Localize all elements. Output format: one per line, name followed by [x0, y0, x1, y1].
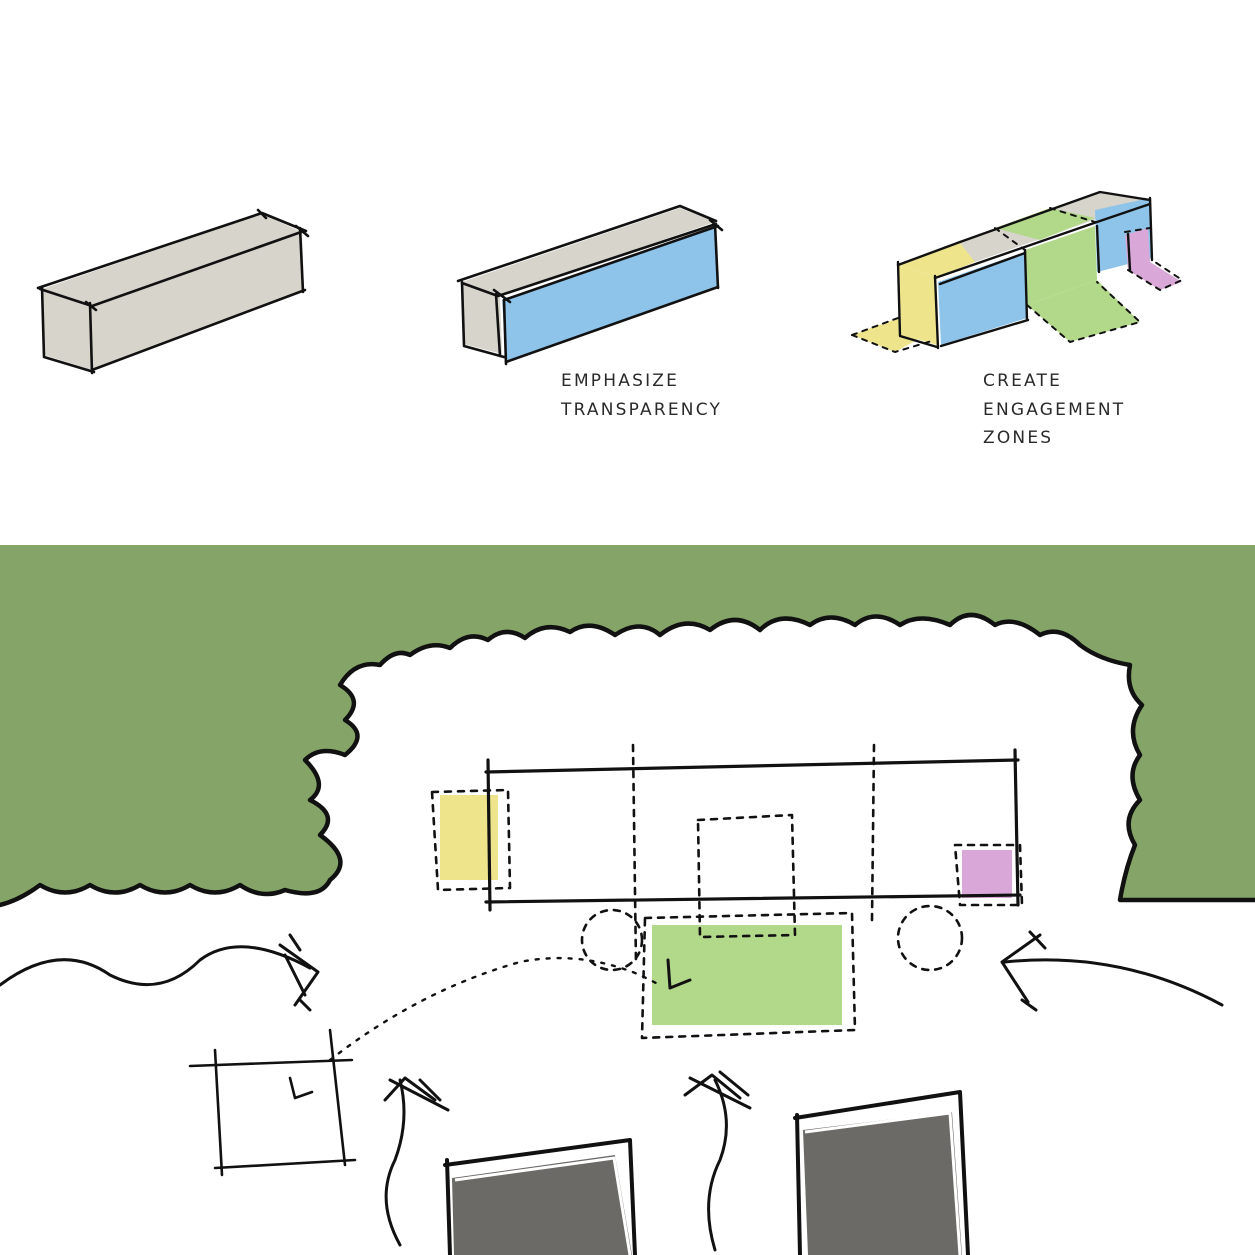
zone-pink-plan: [962, 850, 1012, 898]
parking-lot-right: [793, 1090, 970, 1255]
zone-green-top: [995, 208, 1095, 240]
caption-emphasize-transparency: EMPHASIZE TRANSPARENCY: [561, 371, 723, 420]
massing-top-face: [42, 214, 302, 306]
massing-side-face: [462, 282, 502, 354]
zone-green-plan: [652, 925, 842, 1025]
zone-yellow-top: [898, 243, 975, 278]
massing-sketch-basic: [36, 208, 310, 375]
building-footprint: [484, 748, 1022, 912]
zone-green-volume: [1025, 226, 1097, 305]
glazing-face-front: [938, 252, 1027, 345]
massing-front-face: [90, 232, 304, 370]
arrow-south-west-icon: [383, 1076, 450, 1247]
arrow-south-center-icon: [683, 1070, 752, 1252]
zone-yellow-volume: [898, 265, 937, 345]
glazing-face: [502, 226, 717, 362]
pavilion-footprint: [188, 1028, 357, 1177]
tree-canopy: [0, 545, 1255, 905]
zone-pink: [1125, 228, 1182, 290]
canopy-edge: [0, 612, 1255, 908]
arrow-west-icon: [0, 933, 320, 1012]
massing-sketch-transparency: [456, 204, 724, 366]
parking-lot-left: [443, 1138, 637, 1255]
massing-side-face: [42, 289, 92, 370]
site-plan: [0, 545, 1255, 1255]
caption-create-engagement-zones: CREATE ENGAGEMENT ZONES: [983, 371, 1126, 448]
massing-top-face: [462, 208, 715, 296]
arrow-east-icon: [1000, 930, 1224, 1012]
walking-path: [328, 956, 662, 1062]
massing-sketch-engagement: [851, 190, 1183, 353]
